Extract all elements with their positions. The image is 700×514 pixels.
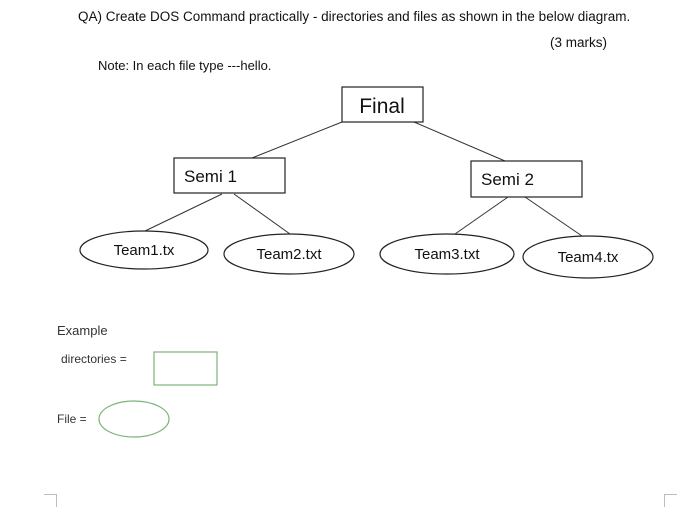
node-team2: Team2.txt <box>223 233 355 275</box>
node-final: Final <box>341 86 424 123</box>
corner-mark-left <box>44 494 57 507</box>
node-final-label: Final <box>359 95 405 118</box>
node-team3-label: Team3.txt <box>414 246 480 263</box>
edge-semi1-team2 <box>233 193 291 235</box>
legend-directory-box <box>153 351 218 386</box>
question-title: QA) Create DOS Command practically - dir… <box>78 9 631 24</box>
corner-mark-right <box>664 494 677 507</box>
node-semi2: Semi 2 <box>470 160 583 198</box>
legend-file-ellipse <box>98 400 170 438</box>
marks-label: (3 marks) <box>550 35 607 50</box>
edge-semi1-team1 <box>144 193 223 232</box>
legend-file-label: File = <box>57 412 87 426</box>
node-team4-label: Team4.tx <box>558 249 619 266</box>
edge-final-semi1 <box>251 121 343 159</box>
legend-directories-label: directories = <box>61 352 127 366</box>
node-team1-label: Team1.tx <box>114 242 175 259</box>
edge-semi2-team3 <box>454 196 509 235</box>
node-team4: Team4.tx <box>522 235 654 279</box>
node-semi2-label: Semi 2 <box>481 170 534 189</box>
edge-semi2-team4 <box>524 196 583 237</box>
node-team2-label: Team2.txt <box>256 246 322 263</box>
node-semi1-label: Semi 1 <box>184 167 237 186</box>
edge-final-semi2 <box>413 121 506 162</box>
node-semi1: Semi 1 <box>173 157 286 194</box>
node-team1: Team1.tx <box>79 230 209 270</box>
note-text: Note: In each file type ---hello. <box>98 58 272 73</box>
node-team3: Team3.txt <box>379 233 515 275</box>
example-heading: Example <box>57 323 108 338</box>
